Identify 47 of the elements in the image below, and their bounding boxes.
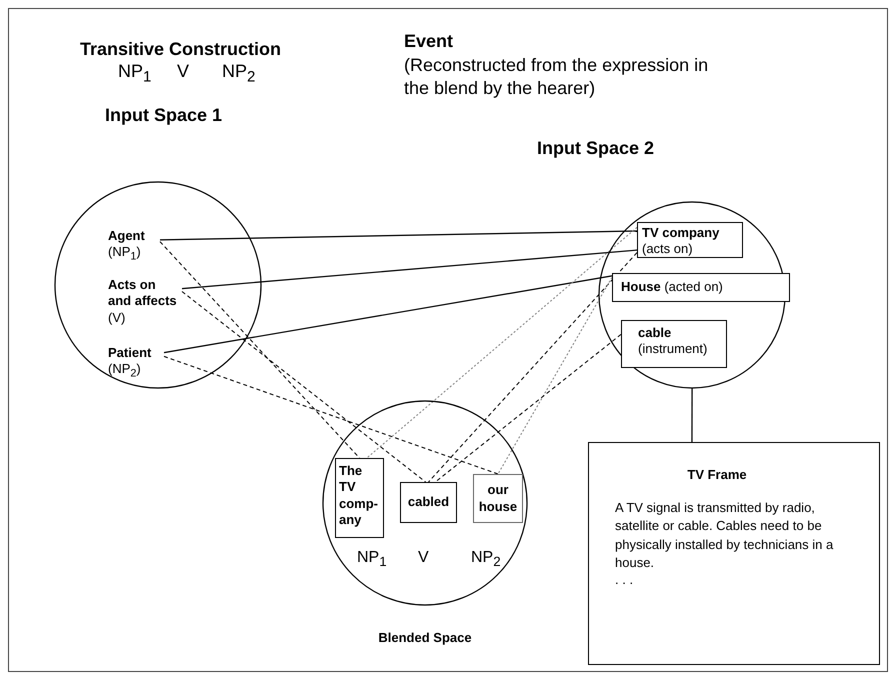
frame-heading: TV Frame	[686, 467, 748, 484]
element-note: (instrument)	[638, 341, 708, 358]
connector-line	[164, 356, 498, 474]
connector-line	[691, 388, 693, 442]
element-label: House (acted on)	[621, 279, 724, 296]
heading-text: Event	[404, 30, 454, 53]
connector-line	[182, 249, 638, 290]
frame-box	[588, 442, 880, 665]
ellipsis-text: . . .	[615, 572, 634, 588]
element-box	[400, 482, 457, 523]
role-note: (V)	[108, 310, 126, 326]
role-label: Acts on and affects	[108, 277, 178, 310]
syntax-label: NP$_{1}$	[118, 60, 152, 88]
note-text: (Reconstructed from the expression in the blend by the hearer)	[404, 54, 710, 100]
role-note: (NP$_{2}$)	[108, 361, 142, 382]
connector-line	[164, 275, 612, 354]
frame-text: A TV signal is transmitted by radio, satellite or cable. Cables need to be physically installed by technicians in a house.	[615, 499, 834, 572]
element-label: cable	[638, 325, 672, 342]
connector-line	[498, 276, 612, 474]
space-heading: Input Space 1	[105, 105, 222, 126]
syntax-label: NP$_{2}$	[471, 548, 501, 570]
syntax-label: NP$_{2}$	[222, 60, 256, 88]
connector-line	[428, 252, 638, 482]
connector-line	[160, 230, 638, 240]
syntax-label: V	[177, 60, 190, 83]
element-label: TV company	[642, 225, 720, 242]
element-label: The TV comp-any	[339, 463, 379, 528]
role-note: (NP$_{1}$)	[108, 244, 142, 264]
connector-line	[434, 334, 622, 482]
element-box	[335, 458, 384, 538]
connector-line	[366, 226, 638, 458]
element-note: (acts on)	[642, 241, 694, 258]
element-label: our house	[478, 482, 518, 515]
space-heading: Blended Space	[377, 630, 473, 645]
element-label: cabled	[408, 494, 450, 511]
element-box	[473, 474, 523, 523]
role-label: Patient	[108, 345, 152, 362]
element-box	[637, 222, 743, 258]
connector-line	[160, 241, 360, 458]
role-label: Agent	[108, 228, 146, 244]
heading-text: Transitive Construction	[80, 38, 282, 61]
element-box	[612, 273, 790, 302]
element-box	[621, 320, 727, 368]
syntax-label: NP$_{1}$	[357, 548, 387, 570]
connector-line	[182, 291, 426, 482]
space-heading: Input Space 2	[537, 138, 654, 159]
syntax-label: V	[418, 548, 429, 568]
